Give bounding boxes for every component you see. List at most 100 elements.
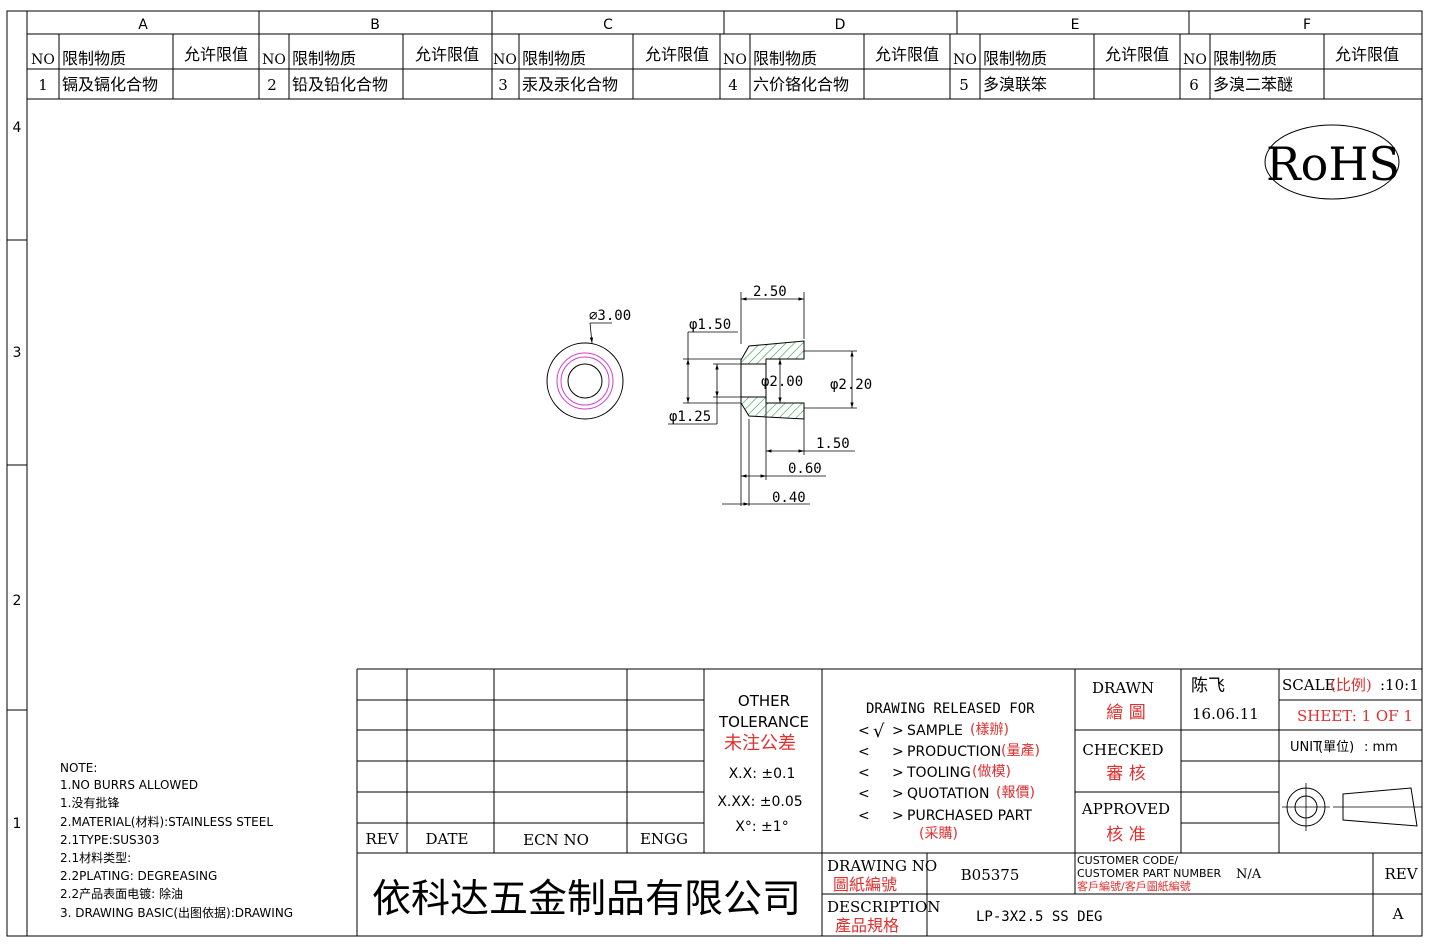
note-line-8: 3. DRAWING BASIC(出图依据):DRAWING <box>60 905 293 920</box>
drawing-no-value: B05375 <box>961 866 1020 884</box>
rt-row-5-no: 5 <box>959 76 969 94</box>
rt-row-5-substance: 多溴联笨 <box>983 75 1047 94</box>
release-tooling: TOOLING <box>906 765 971 781</box>
zone-row-1: 1 <box>13 816 22 832</box>
rohs-text: RoHS <box>1266 137 1400 191</box>
unit-label-cn: (單位) <box>1318 740 1354 755</box>
release-quotation-cn: (報價) <box>996 784 1035 801</box>
zone-col-a: A <box>138 17 148 33</box>
rt-row-1-no: 1 <box>38 76 48 94</box>
rt-h-no-3: NO <box>493 52 517 68</box>
rt-h-lim-2: 允许限值 <box>415 45 479 64</box>
dim-length-150: 1.50 <box>816 436 850 452</box>
zone-col-d: D <box>835 17 846 33</box>
zone-row-3: 3 <box>13 345 22 361</box>
customer-code-label-2: CUSTOMER PART NUMBER <box>1077 867 1221 880</box>
drawing-no-label-cn: 圖紙編號 <box>833 875 897 894</box>
release-tooling-cn: (做模) <box>972 764 1011 780</box>
release-production-cn: (量產) <box>1001 742 1040 759</box>
rt-h-lim-4: 允许限值 <box>875 45 939 64</box>
notes-block: NOTE: 1.NO BURRS ALLOWED 1.没有批锋 2.MATERI… <box>60 761 293 920</box>
rt-h-lim-6: 允许限值 <box>1335 45 1399 64</box>
dim-front-dia: ∅3.00 <box>589 308 631 324</box>
release-tooling-brackets: < > <box>858 765 904 781</box>
rt-h-sub-3: 限制物质 <box>522 49 586 68</box>
rt-h-sub-5: 限制物质 <box>983 49 1047 68</box>
scale-label: SCALE <box>1282 676 1336 694</box>
customer-code-value: N/A <box>1236 867 1262 882</box>
rt-h-no-6: NO <box>1183 52 1207 68</box>
customer-code-label-1: CUSTOMER CODE/ <box>1077 854 1178 867</box>
rt-row-3-no: 3 <box>498 76 508 94</box>
zone-col-c: C <box>603 17 613 33</box>
unit-label: UNIT <box>1290 740 1321 755</box>
restricted-table-headers: NO 限制物质 允许限值 NO 限制物质 允许限值 NO 限制物质 允许限值 N… <box>31 45 1399 68</box>
ecn-header: ECN NO <box>523 831 589 849</box>
drawn-date: 16.06.11 <box>1192 705 1259 723</box>
release-block: DRAWING RELEASED FOR < > √ SAMPLE (樣辦) <… <box>858 701 1040 842</box>
release-check-mark: √ <box>873 721 885 742</box>
rt-h-sub-4: 限制物质 <box>753 49 817 68</box>
dim-dia-200: φ2.00 <box>761 374 803 390</box>
zone-row-4: 4 <box>13 120 22 136</box>
projection-symbol-icon <box>1282 783 1422 831</box>
rt-row-2-substance: 铅及铅化合物 <box>292 75 388 94</box>
description-value: LP-3X2.5 SS DEG <box>976 909 1102 925</box>
tolerance-block: OTHER TOLERANCE 未注公差 X.X: ±0.1 X.XX: ±0.… <box>717 692 809 835</box>
zone-row-2: 2 <box>13 593 22 609</box>
note-line-7: 2.2产品表面电镀: 除油 <box>60 886 183 901</box>
zone-row-labels: 4 3 2 1 <box>13 120 22 832</box>
approved-label: APPROVED <box>1081 800 1170 818</box>
zone-row-dividers <box>7 239 27 711</box>
dim-dia-150: φ1.50 <box>689 317 731 333</box>
sheet-value: SHEET: 1 OF 1 <box>1297 707 1413 725</box>
description-label-cn: 產品規格 <box>835 916 899 935</box>
rt-row-4-no: 4 <box>728 76 738 94</box>
note-line-1: 1.NO BURRS ALLOWED <box>60 778 198 792</box>
rt-h-lim-1: 允许限值 <box>184 45 248 64</box>
rt-row-1-substance: 镉及镉化合物 <box>62 75 158 94</box>
approved-label-cn: 核 准 <box>1106 825 1145 845</box>
rt-row-2-no: 2 <box>267 76 277 94</box>
release-purchased-brackets: < > <box>858 808 904 824</box>
release-production-brackets: < > <box>858 744 904 760</box>
front-view: ∅3.00 <box>546 308 631 420</box>
rt-h-no-4: NO <box>723 52 747 68</box>
description-block: DESCRIPTION 產品規格 LP-3X2.5 SS DEG A <box>827 898 1404 935</box>
rt-h-sub-1: 限制物质 <box>62 49 126 68</box>
note-line-5: 2.1材料类型: <box>60 851 131 865</box>
release-sample: SAMPLE <box>907 723 963 739</box>
rt-row-3-substance: 汞及汞化合物 <box>522 75 618 94</box>
rt-h-no-1: NO <box>31 52 55 68</box>
rt-h-no-5: NO <box>953 52 977 68</box>
drawn-label: DRAWN <box>1092 679 1154 697</box>
restricted-substances-table <box>27 34 1422 100</box>
description-label: DESCRIPTION <box>827 898 940 916</box>
tolerance-title-2: TOLERANCE <box>718 713 809 731</box>
zone-col-f: F <box>1303 17 1311 33</box>
outer-border <box>6 10 1423 937</box>
dim-length-060: 0.60 <box>788 461 822 477</box>
tolerance-xxx: X.XX: ±0.05 <box>717 794 802 810</box>
drawn-by: 陈飞 <box>1191 676 1225 696</box>
note-line-0: NOTE: <box>60 761 97 775</box>
note-line-3: 2.MATERIAL(材料):STAINLESS STEEL <box>60 815 273 829</box>
scale-sheet-unit: SCALE (比例) :10:1 SHEET: 1 OF 1 UNIT (單位)… <box>1282 676 1419 755</box>
release-purchased-cn: (采購) <box>919 826 958 842</box>
note-line-6: 2.2PLATING: DEGREASING <box>60 869 217 883</box>
title-block-grid <box>356 668 1422 936</box>
release-quotation: QUOTATION <box>907 786 989 802</box>
release-sample-cn: (樣辦) <box>970 721 1009 738</box>
release-title: DRAWING RELEASED FOR <box>866 701 1035 717</box>
drawing-number-block: DRAWING NO 圖紙編號 B05375 <box>827 857 1019 894</box>
zone-column-labels: A B C D E F <box>138 17 1311 33</box>
scale-label-cn: (比例) <box>1330 676 1372 694</box>
rt-h-lim-3: 允许限值 <box>645 45 709 64</box>
rt-h-lim-5: 允许限值 <box>1105 45 1169 64</box>
customer-code-label-cn: 客戶編號/客戶圖紙編號 <box>1077 879 1191 893</box>
dim-flange-length: 2.50 <box>753 284 787 300</box>
rt-h-no-2: NO <box>262 52 286 68</box>
signature-block: DRAWN 繪 圖 陈飞 16.06.11 CHECKED 審 核 APPROV… <box>1081 676 1259 845</box>
zone-col-b: B <box>370 17 380 33</box>
